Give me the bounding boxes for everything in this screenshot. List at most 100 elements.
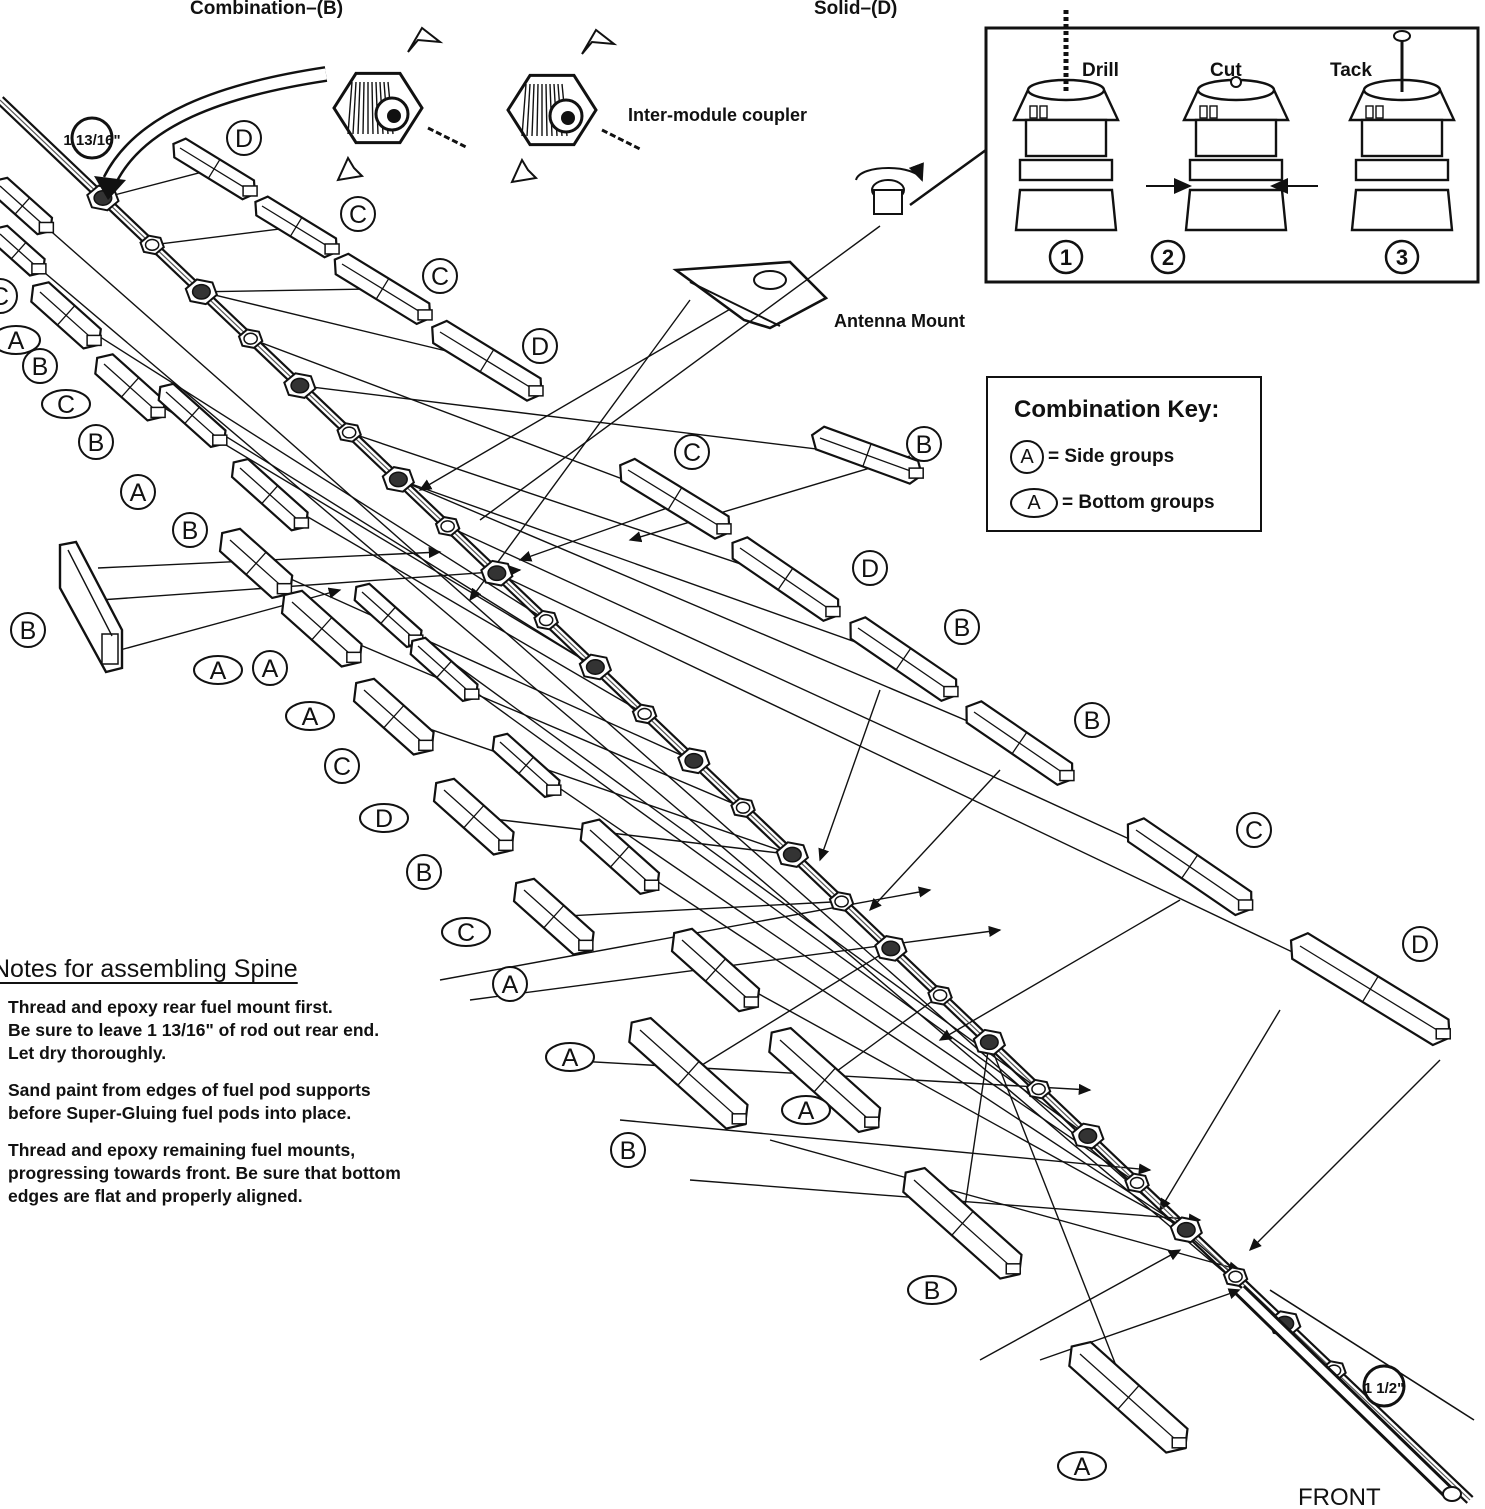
callout-a: A: [1057, 1451, 1107, 1481]
callout-c: C: [340, 196, 376, 232]
combination-key-title: Combination Key:: [1014, 396, 1220, 423]
fuel-pod-5: [619, 457, 732, 540]
callout-c: C: [1236, 812, 1272, 848]
pod-leader-line: [152, 226, 297, 246]
fuel-pod-23: [902, 1166, 1023, 1280]
fuel-pod-11: [1289, 931, 1451, 1047]
fuel-pod-15: [230, 457, 310, 532]
pod-leader-line: [250, 338, 676, 500]
callout-c: C: [441, 917, 491, 947]
key-symbol-oval: A: [1010, 488, 1058, 518]
assembly-arrow-20: [469, 299, 691, 602]
fuel-mount: [631, 703, 658, 725]
fuel-mount: [237, 328, 264, 349]
svg-text:1: 1: [1060, 245, 1072, 270]
pod-leader-line: [321, 628, 744, 809]
pod-leader-line: [393, 716, 793, 856]
svg-text:3: 3: [1396, 245, 1408, 270]
fuel-pod-29: [670, 927, 761, 1013]
callout-letter: B: [620, 1137, 637, 1165]
callout-letter: B: [924, 1277, 941, 1305]
callout-a: A: [120, 474, 156, 510]
pod-leader-line: [715, 969, 1187, 1231]
callout-b: B: [944, 609, 980, 645]
combination-label: Combination–(B): [190, 0, 343, 19]
pod-leader-line: [473, 815, 793, 856]
assembly-arrow-12: [1159, 1009, 1281, 1212]
pod-leader-line: [619, 856, 1187, 1231]
callout-letter: D: [861, 555, 879, 583]
assembly-arrow-17: [518, 499, 691, 562]
fuel-pod-27: [491, 732, 562, 799]
callout-b: B: [907, 1275, 957, 1305]
callout-letter: D: [375, 805, 393, 833]
callout-letter: A: [798, 1097, 815, 1125]
callout-letter: C: [333, 753, 351, 781]
callout-a: A: [0, 325, 41, 355]
fuel-mount: [1124, 1172, 1150, 1194]
fuel-mount: [1071, 1122, 1105, 1150]
fuel-pod-25: [353, 582, 424, 649]
callout-letter: B: [916, 431, 933, 459]
callout-letter: A: [262, 655, 279, 683]
key-row-side: A = Side groups: [1010, 440, 1174, 474]
fuel-mount: [1169, 1216, 1203, 1244]
pod-leader-line: [348, 431, 786, 580]
pod-leader-line: [398, 478, 1020, 744]
callout-c: C: [324, 748, 360, 784]
step-drill-label: Drill: [1082, 60, 1119, 81]
fuel-pod-30: [0, 176, 55, 236]
fuel-mount: [139, 234, 165, 256]
callout-letter: A: [302, 703, 319, 731]
callout-letter: B: [182, 517, 199, 545]
assembly-arrow-19: [418, 279, 781, 491]
pod-leader-line: [824, 994, 941, 1081]
note-item-2: Sand paint from edges of fuel pod suppor…: [8, 1080, 371, 1123]
fuel-mount: [533, 609, 559, 631]
callout-d: D: [1402, 926, 1438, 962]
fuel-mount: [1222, 1266, 1249, 1287]
fuel-pod-2: [254, 195, 340, 259]
pod-leader-line: [525, 764, 1138, 1184]
curved-arrow-head: [94, 176, 126, 200]
callout-c: C: [422, 258, 458, 294]
pod-leader-line: [201, 291, 488, 362]
assembly-arrow-10: [979, 1249, 1182, 1361]
callout-a: A: [285, 701, 335, 731]
front-dimension-badge: 1 1/2": [1362, 1364, 1406, 1408]
callout-letter: C: [457, 919, 475, 947]
step-number-3: 3: [1384, 239, 1420, 275]
fuel-pod-4: [431, 319, 544, 402]
fuel-pod-13: [94, 353, 166, 422]
assembly-arrow-15: [869, 769, 1001, 912]
fuel-mount: [677, 747, 711, 775]
fuel-pod-31: [0, 224, 47, 277]
fuel-pod-9: [965, 700, 1075, 787]
callout-letter: B: [88, 429, 105, 457]
front-label: FRONT: [1298, 1484, 1381, 1509]
fuel-pod-18: [352, 677, 435, 756]
callout-a: A: [781, 1095, 831, 1125]
combination-coupler: [332, 26, 469, 182]
key-row-bottom: A = Bottom groups: [1010, 488, 1215, 518]
inset-parts: [1012, 10, 1456, 232]
note-item-3: Thread and epoxy remaining fuel mounts, …: [8, 1140, 401, 1206]
callout-c: C: [41, 389, 91, 419]
fuel-pod-16: [218, 527, 294, 600]
misc-parts: [94, 26, 1475, 1502]
callout-letter: C: [431, 263, 449, 291]
pod-leader-line: [269, 494, 645, 715]
assembly-arrow-9: [769, 1139, 1242, 1273]
assembly-arrow-7: [619, 1119, 1152, 1175]
fuel-pod-21: [628, 1016, 749, 1130]
callout-a: A: [193, 655, 243, 685]
inter-module-coupler-label: Inter-module coupler: [628, 105, 807, 125]
callout-d: D: [852, 550, 888, 586]
fuel-pod-17: [280, 589, 363, 668]
step-tack-label: Tack: [1330, 60, 1372, 81]
fuel-mount: [730, 797, 756, 818]
callout-b: B: [172, 512, 208, 548]
callout-a: A: [492, 966, 528, 1002]
callout-a: A: [545, 1042, 595, 1072]
